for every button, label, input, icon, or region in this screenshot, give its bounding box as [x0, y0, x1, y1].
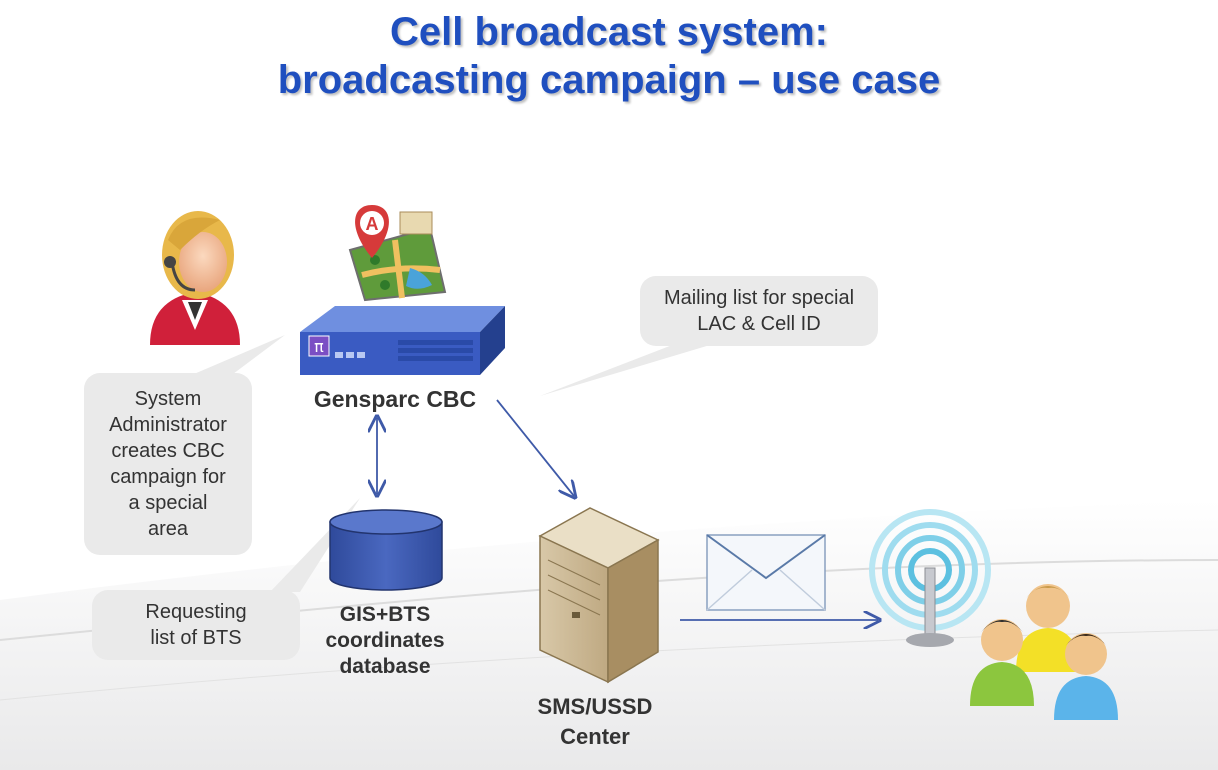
- admin-bubble-line: System: [134, 388, 202, 410]
- server-logo-glyph: π: [314, 337, 324, 356]
- svg-text:A: A: [366, 214, 379, 234]
- sms-center-label-line: Center: [560, 724, 630, 749]
- requesting-bubble-line: list of BTS: [150, 627, 242, 649]
- mailing-bubble-tail: [540, 342, 720, 396]
- requesting-bubble-line: Requesting: [145, 601, 247, 623]
- envelope-icon: [706, 534, 826, 611]
- map-pin-icon: A: [348, 205, 447, 302]
- database-cylinder-icon: [329, 509, 443, 591]
- mailing-bubble-line: LAC & Cell ID: [697, 313, 821, 335]
- requesting-bubble: Requesting list of BTS: [92, 590, 300, 660]
- admin-bubble-line: area: [147, 518, 189, 540]
- admin-bubble-tail: [180, 335, 285, 380]
- cbc-server-icon: π: [300, 306, 505, 375]
- cbc-sms-arrow: [496, 399, 574, 496]
- database-label: GIS+BTS coordinates database: [300, 602, 470, 680]
- broadcast-antenna-icon: [869, 509, 991, 647]
- mailing-bubble: Mailing list for special LAC & Cell ID: [640, 276, 878, 346]
- page-title: Cell broadcast system: broadcasting camp…: [0, 8, 1218, 104]
- server-tower-icon: [538, 507, 660, 684]
- database-label-line: GIS+BTS: [339, 603, 431, 626]
- admin-bubble-line: a special: [128, 492, 208, 514]
- sms-center-label-line: SMS/USSD: [537, 694, 653, 719]
- admin-bubble-line: campaign for: [110, 466, 226, 488]
- admin-bubble-line: creates CBC: [111, 440, 225, 462]
- user-group-icon: [970, 584, 1118, 720]
- mailing-bubble-line: Mailing list for special: [663, 287, 855, 309]
- admin-bubble: System Administrator creates CBC campaig…: [84, 373, 252, 555]
- title-line-1: Cell broadcast system:: [390, 10, 828, 54]
- sms-center-label: SMS/USSD Center: [510, 692, 680, 752]
- database-label-line: coordinates: [325, 629, 445, 652]
- admin-bubble-line: Administrator: [109, 414, 227, 436]
- cbc-label: Gensparc CBC: [313, 386, 477, 412]
- title-line-2: broadcasting campaign – use case: [277, 58, 941, 102]
- database-label-line: database: [339, 655, 431, 678]
- operator-headset-icon: [150, 211, 240, 345]
